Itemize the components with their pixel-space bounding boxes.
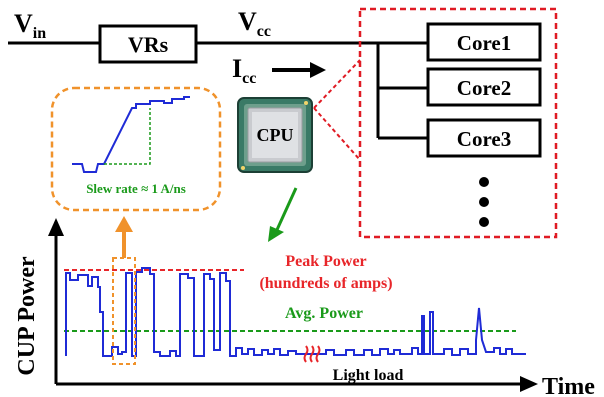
peak-power-label: Peak Power	[285, 253, 366, 270]
slew-trace	[72, 96, 190, 173]
vin-main: V	[14, 9, 33, 38]
core3-box	[426, 118, 542, 158]
axis-break-squiggle-3	[315, 345, 321, 363]
icc-sub: cc	[242, 70, 256, 87]
vcc-main: V	[238, 7, 257, 36]
light-load-label: Light load	[333, 367, 404, 384]
cpu-to-cores-link-a	[313, 59, 361, 109]
inset-link-arrowhead	[115, 216, 133, 232]
slew-highlight-box	[112, 257, 136, 365]
slew-inset-box	[50, 86, 222, 212]
y-axis-label: CUP Power	[14, 256, 40, 376]
axis-break-squiggle-2	[309, 345, 315, 363]
peak-power-sublabel: (hundreds of amps)	[259, 275, 392, 292]
core1-label: Core1	[457, 31, 511, 55]
icc-label: Icc	[232, 54, 256, 87]
vcc-sub: cc	[257, 23, 271, 40]
cpu-to-plot-arrow	[274, 187, 298, 233]
core3-label: Core3	[457, 127, 511, 151]
power-trace	[65, 267, 526, 357]
core1-box	[426, 22, 542, 62]
icc-main: I	[232, 54, 242, 83]
axis-break-squiggle-1	[303, 345, 309, 363]
ellipsis-dot-2	[479, 197, 489, 207]
cpu-label: CPU	[257, 125, 294, 145]
cpu-chip-icon	[237, 97, 313, 173]
y-axis-arrowhead	[48, 218, 64, 236]
ellipsis-dot-3	[479, 217, 489, 227]
icc-arrow-head	[310, 62, 326, 78]
cpu-to-plot-arrowhead	[268, 226, 284, 242]
core-group-box	[358, 7, 558, 239]
slew-rate-label: Slew rate ≈ 1 A/ns	[86, 181, 186, 196]
x-axis-arrowhead	[520, 376, 538, 392]
vin-label: Vin	[14, 9, 46, 42]
slew-rate-guide	[104, 108, 151, 165]
vrs-label: VRs	[128, 32, 169, 57]
avg-power-label: Avg. Power	[285, 305, 363, 322]
x-axis-label: Time	[542, 374, 595, 397]
core2-box	[426, 67, 542, 107]
cpu-to-cores-link-b	[313, 107, 361, 161]
ellipsis-dot-1	[479, 177, 489, 187]
core2-label: Core2	[457, 76, 511, 100]
vin-sub: in	[33, 25, 46, 42]
vcc-label: Vcc	[238, 7, 271, 40]
